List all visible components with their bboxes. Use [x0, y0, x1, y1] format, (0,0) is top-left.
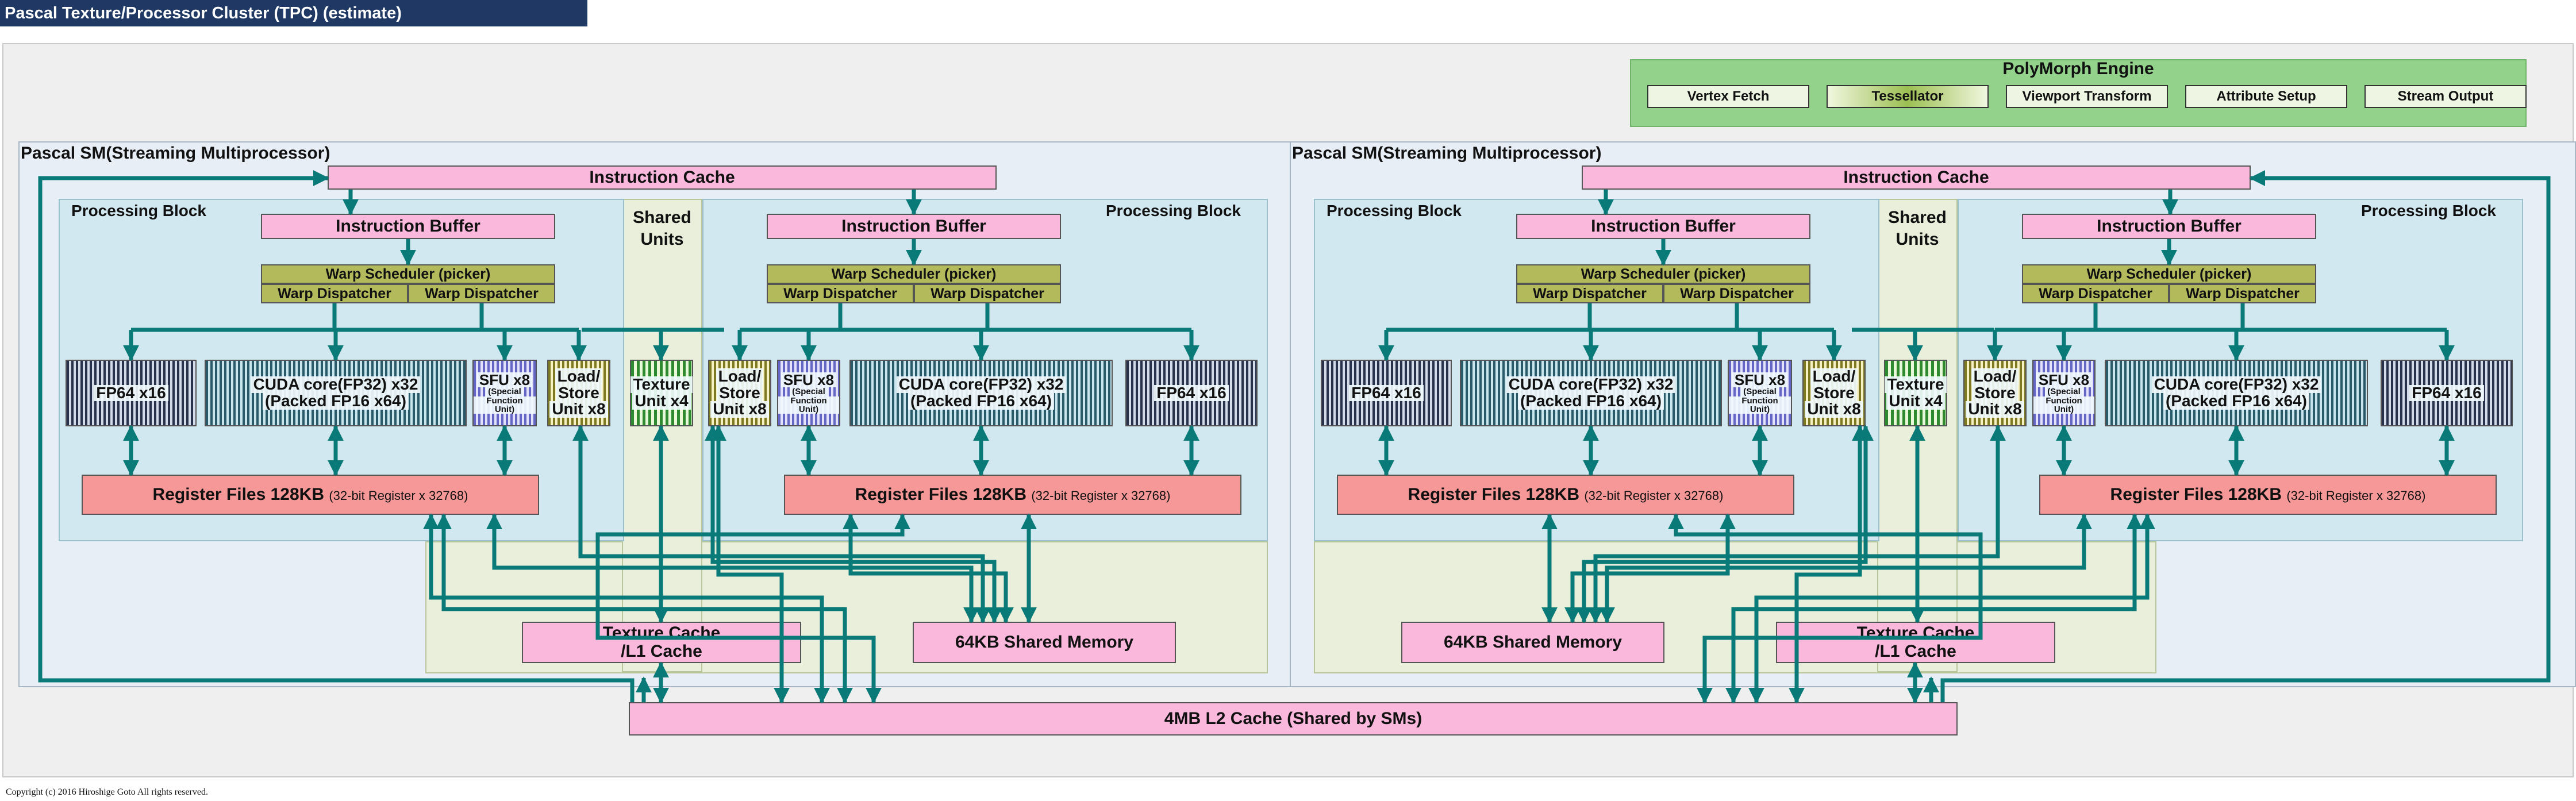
fp64-label: FP64 x16	[1154, 384, 1229, 402]
ldst-label-2: Store	[1811, 384, 1857, 402]
sfu-sub-2: Function Unit)	[2033, 396, 2094, 414]
sfu-sub-2: Function Unit)	[474, 396, 536, 414]
sm-right-pb2-warp-dispatcher-1: Warp Dispatcher	[2022, 284, 2169, 303]
sm-left-pb2-warp-dispatcher-2: Warp Dispatcher	[914, 284, 1061, 303]
sm-left-pb1-warp-dispatcher-2: Warp Dispatcher	[408, 284, 555, 303]
sm-left-label: Pascal SM(Streaming Multiprocessor)	[21, 144, 330, 163]
cuda-label-1: CUDA core(FP32) x32	[1506, 376, 1676, 393]
sm-right-pb1-fp64-unit: FP64 x16	[1321, 360, 1452, 426]
ldst-label-1: Load/	[716, 368, 764, 385]
fp64-label: FP64 x16	[2409, 384, 2484, 402]
l2-cache: 4MB L2 Cache (Shared by SMs)	[629, 702, 1958, 735]
sm-right-pb2-fp64-unit: FP64 x16	[2381, 360, 2513, 426]
fp64-label: FP64 x16	[1349, 384, 1424, 402]
sm-left-pb1-warp-dispatcher-1: Warp Dispatcher	[261, 284, 408, 303]
sm-left-shared-memory: 64KB Shared Memory	[913, 622, 1176, 663]
pb-right-1-label: Processing Block	[1327, 202, 1462, 219]
sm-right-shared-memory: 64KB Shared Memory	[1401, 622, 1664, 663]
polymorph-title: PolyMorph Engine	[2002, 59, 2154, 78]
register-files-detail: (32-bit Register x 32768)	[1031, 488, 1171, 503]
sfu-sub-2: Function Unit)	[778, 396, 839, 414]
ldst-label-3: Unit x8	[549, 401, 608, 418]
cuda-label-2: (Packed FP16 x64)	[908, 392, 1054, 410]
register-files-detail: (32-bit Register x 32768)	[329, 488, 468, 503]
ldst-label-1: Load/	[555, 368, 603, 385]
cuda-label-2: (Packed FP16 x64)	[2163, 392, 2309, 410]
fp64-label: FP64 x16	[94, 384, 168, 402]
sm-right-instruction-cache: Instruction Cache	[1582, 165, 2251, 190]
stage-tessellator: Tessellator	[1827, 85, 1989, 108]
sm-left-pb1-cuda-core-unit: CUDA core(FP32) x32(Packed FP16 x64)	[205, 360, 467, 426]
stage-stream-output: Stream Output	[2364, 85, 2527, 108]
sm-left-pb2-cuda-core-unit: CUDA core(FP32) x32(Packed FP16 x64)	[849, 360, 1113, 426]
sm-left-instruction-cache: Instruction Cache	[328, 165, 997, 190]
pb-left-1-label: Processing Block	[71, 202, 206, 219]
sm-right-label: Pascal SM(Streaming Multiprocessor)	[1292, 144, 1602, 163]
stage-viewport-transform: Viewport Transform	[2006, 85, 2168, 108]
page-title: Pascal Texture/Processor Cluster (TPC) (…	[0, 0, 587, 26]
register-files-detail: (32-bit Register x 32768)	[2286, 488, 2426, 503]
texture-unit-line1: Texture	[1885, 376, 1947, 393]
sfu-sub-1: (Special	[2045, 387, 2083, 396]
cuda-label-1: CUDA core(FP32) x32	[251, 376, 421, 393]
register-files-label: Register Files 128KB	[1408, 485, 1579, 504]
sm-right-pb1-warp-dispatcher-1: Warp Dispatcher	[1516, 284, 1663, 303]
sm-left-texture-unit: Texture Unit x4	[630, 360, 693, 426]
ldst-label-3: Unit x8	[1805, 401, 1863, 418]
sm-right-pb2-cuda-core-unit: CUDA core(FP32) x32(Packed FP16 x64)	[2105, 360, 2368, 426]
ldst-label-3: Unit x8	[710, 401, 769, 418]
texture-unit-line2: Unit x4	[1886, 392, 1945, 410]
copyright-notice: Copyright (c) 2016 Hiroshige Goto All ri…	[6, 787, 208, 797]
sm-right-pb1-cuda-core-unit: CUDA core(FP32) x32(Packed FP16 x64)	[1460, 360, 1722, 426]
texture-unit-line2: Unit x4	[632, 392, 691, 410]
sm-right-pb2-instruction-buffer: Instruction Buffer	[2022, 214, 2316, 239]
sfu-label: SFU x8	[781, 372, 837, 388]
cuda-label-2: (Packed FP16 x64)	[1518, 392, 1664, 410]
sfu-sub-1: (Special	[1741, 387, 1779, 396]
sm-right-pb1-warp-dispatcher-2: Warp Dispatcher	[1663, 284, 1810, 303]
pb-right-2-label: Processing Block	[2361, 202, 2496, 219]
stage-attribute-setup: Attribute Setup	[2185, 85, 2347, 108]
ldst-label-3: Unit x8	[1966, 401, 2024, 418]
sm-left-pb1-register-files: Register Files 128KB (32-bit Register x …	[82, 475, 539, 515]
sm-left-pb2-instruction-buffer: Instruction Buffer	[767, 214, 1061, 239]
register-files-label: Register Files 128KB	[152, 485, 324, 504]
sfu-sub-2: Function Unit)	[1729, 396, 1791, 414]
texture-unit-line1: Texture	[630, 376, 693, 393]
sfu-sub-1: (Special	[790, 387, 828, 396]
sm-right-pb1-warp-scheduler: Warp Scheduler (picker)	[1516, 264, 1810, 284]
sfu-label: SFU x8	[476, 372, 533, 388]
stage-vertex-fetch: Vertex Fetch	[1647, 85, 1809, 108]
ldst-label-2: Store	[717, 384, 763, 402]
sfu-label: SFU x8	[1732, 372, 1788, 388]
register-files-label: Register Files 128KB	[2110, 485, 2282, 504]
sfu-label: SFU x8	[2036, 372, 2092, 388]
sm-left-pb2-warp-dispatcher-1: Warp Dispatcher	[767, 284, 914, 303]
sm-right-pb1-instruction-buffer: Instruction Buffer	[1516, 214, 1810, 239]
ldst-label-1: Load/	[1971, 368, 2019, 385]
ldst-label-1: Load/	[1810, 368, 1858, 385]
sfu-sub-1: (Special	[486, 387, 524, 396]
ldst-label-2: Store	[556, 384, 602, 402]
sm-right-pb2-warp-dispatcher-2: Warp Dispatcher	[2169, 284, 2316, 303]
cuda-label-1: CUDA core(FP32) x32	[896, 376, 1066, 393]
sm-left-pb2-warp-scheduler: Warp Scheduler (picker)	[767, 264, 1061, 284]
sm-left-pb2-fp64-unit: FP64 x16	[1125, 360, 1258, 426]
ldst-label-2: Store	[1972, 384, 2018, 402]
pb-left-2-label: Processing Block	[1106, 202, 1241, 219]
cuda-label-1: CUDA core(FP32) x32	[2151, 376, 2321, 393]
sm-left-shared-units-label: Shared Units	[633, 208, 691, 249]
sm-right-pb2-register-files: Register Files 128KB (32-bit Register x …	[2039, 475, 2497, 515]
cuda-label-2: (Packed FP16 x64)	[263, 392, 409, 410]
sm-left-pb1-fp64-unit: FP64 x16	[66, 360, 197, 426]
sm-left-pb1-instruction-buffer: Instruction Buffer	[261, 214, 555, 239]
sm-right-shared-units-label: Shared Units	[1888, 208, 1947, 249]
